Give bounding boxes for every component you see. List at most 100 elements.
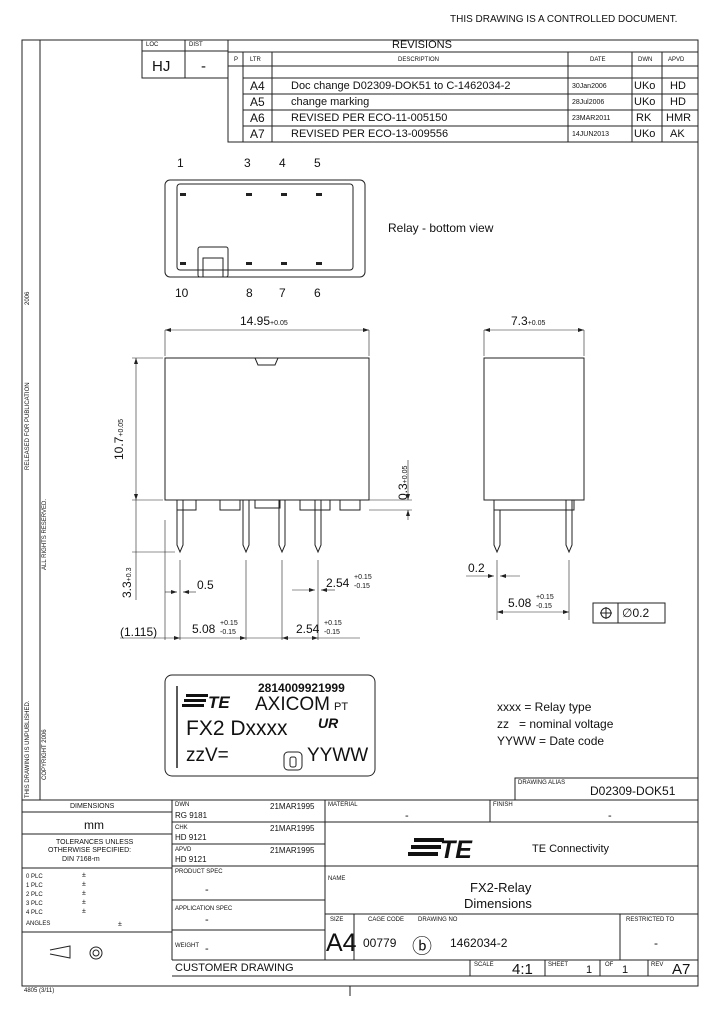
pin-length-tolerance: +0.3 xyxy=(126,567,133,582)
pitch-a-tol-down: -0.15 xyxy=(354,583,370,590)
pin-label: 3 xyxy=(244,156,251,170)
rev-apvd: HMR xyxy=(666,112,692,124)
apvd-name: HD 9121 xyxy=(175,855,207,864)
legend-line: zz = nominal voltage xyxy=(497,717,614,731)
rev-date: 28Jul2006 xyxy=(572,99,605,106)
relay-bottom-outline xyxy=(164,179,366,278)
pin-label: 6 xyxy=(314,286,321,300)
chk-name: HD 9121 xyxy=(175,833,207,842)
form-number: 4805 (3/11) xyxy=(24,988,55,994)
plc-value: ± xyxy=(82,881,86,888)
pitch-b-dimension: 2.54+0.15-0.15 xyxy=(296,620,342,636)
side-pin-dimension: 0.2 xyxy=(468,561,485,575)
rev-apvd: HD xyxy=(670,96,686,108)
rev-col-desc: DESCRIPTION xyxy=(398,57,440,63)
logo-mark-icon: ⓑ xyxy=(412,936,432,958)
legend-line: xxxx = Relay type xyxy=(497,700,592,714)
rev-col-apvd: APVD xyxy=(668,57,685,63)
rev-p-label: P xyxy=(234,57,239,63)
height-value: 10.7 xyxy=(112,436,126,460)
of: 1 xyxy=(622,964,629,976)
side-note-unpublished: THIS DRAWING IS UNPUBLISHED. xyxy=(25,700,31,798)
rev-ltr: A7 xyxy=(250,127,265,141)
pin-length-dimension: 3.3+0.3 xyxy=(120,567,134,598)
marking-ur: UR xyxy=(318,715,339,731)
restricted: - xyxy=(654,936,658,950)
pitch-b-value: 2.54 xyxy=(296,622,320,636)
rev-date: 23MAR2011 xyxy=(572,115,611,122)
side-span-value: 5.08 xyxy=(508,596,532,610)
units: mm xyxy=(84,818,104,832)
product-spec: - xyxy=(205,884,209,896)
plc-label: 0 PLC xyxy=(26,874,43,880)
tolerance-line: DIN 7168-m xyxy=(62,856,100,863)
name-label: NAME xyxy=(328,876,346,882)
side-note-copyright: COPYRIGHT 2006 xyxy=(42,729,48,780)
title-name-2: Dimensions xyxy=(464,896,532,911)
rev-desc: REVISED PER ECO-11-005150 xyxy=(291,112,448,124)
plc-label: 1 PLC xyxy=(26,883,43,889)
pin-label: 8 xyxy=(246,286,253,300)
dwn-label: DWN xyxy=(175,802,190,808)
dist-value: - xyxy=(201,58,206,75)
chk-label: CHK xyxy=(175,825,188,831)
pitch-b-tol-up: +0.15 xyxy=(324,620,342,627)
marking-model: FX2 Dxxxx xyxy=(186,717,288,740)
dist-label: DIST xyxy=(189,42,203,48)
relay-front-outline xyxy=(164,357,370,501)
pin-length-value: 3.3 xyxy=(120,581,134,598)
pin-label: 7 xyxy=(279,286,286,300)
plc-label: ANGLES xyxy=(26,921,51,927)
controlled-document-notice: THIS DRAWING IS A CONTROLLED DOCUMENT. xyxy=(450,14,678,25)
side-span-tol-up: +0.15 xyxy=(536,594,554,601)
width-value: 14.95 xyxy=(240,314,271,328)
plc-value: ± xyxy=(82,899,86,906)
chk-date: 21MAR1995 xyxy=(270,824,315,833)
title-name-1: FX2-Relay xyxy=(470,880,532,895)
drawing-alias-label: DRAWING ALIAS xyxy=(518,780,566,786)
pitch-a-dimension: 2.54+0.15-0.15 xyxy=(326,574,372,590)
te-logo: TE xyxy=(408,836,473,864)
rev-apvd: HD xyxy=(670,80,686,92)
plc-value: ± xyxy=(82,908,86,915)
dwn-name: RG 9181 xyxy=(175,811,208,820)
weight: - xyxy=(205,943,209,955)
standoff-tolerance: +0.05 xyxy=(402,465,409,484)
company-name: TE Connectivity xyxy=(532,843,610,855)
bottom-view-caption: Relay - bottom view xyxy=(388,221,494,235)
position-tolerance-value: 0.2 xyxy=(632,606,650,620)
material: - xyxy=(405,810,409,822)
cage-label: CAGE CODE xyxy=(368,917,405,923)
height-dimension: 10.7+0.05 xyxy=(112,419,126,460)
rev-col-date: DATE xyxy=(590,57,606,63)
side-span-dimension: 5.08 +0.15 -0.15 xyxy=(508,594,554,610)
depth-dimension: 7.3+0.05 xyxy=(511,314,545,328)
revisions-title: REVISIONS xyxy=(392,39,452,51)
width-dimension: 14.95+0.05 xyxy=(240,314,288,328)
plc-value: ± xyxy=(118,921,122,928)
rev-apvd: AK xyxy=(670,128,685,140)
sheet-label: SHEET xyxy=(548,962,569,968)
marking-outline xyxy=(164,674,376,777)
pin-label: 5 xyxy=(314,156,321,170)
rev-ltr: A6 xyxy=(250,111,265,125)
dimensions-label: DIMENSIONS xyxy=(70,803,115,810)
rev-col-dwn: DWN xyxy=(638,57,653,63)
tolerance-line: TOLERANCES UNLESS xyxy=(56,839,134,846)
scale: 4:1 xyxy=(512,961,533,978)
pitch-a-tol-up: +0.15 xyxy=(354,574,372,581)
marking-brand: AXICOM xyxy=(255,694,330,715)
rev-label: REV xyxy=(651,962,664,968)
relay-side-outline xyxy=(483,357,585,501)
restricted-label: RESTRICTED TO xyxy=(626,917,675,923)
height-tolerance: +0.05 xyxy=(118,418,125,437)
of-label: OF xyxy=(605,962,614,968)
app-spec-label: APPLICATION SPEC xyxy=(175,906,233,912)
size-value: A4 xyxy=(326,929,357,957)
pin-width-dimension: 0.5 xyxy=(197,578,214,592)
customer-drawing: CUSTOMER DRAWING xyxy=(175,962,294,974)
span-dimension: 5.08+0.15-0.15 xyxy=(192,620,238,636)
side-span-tol-down: -0.15 xyxy=(536,603,552,610)
rev-dwn: UKo xyxy=(634,96,656,108)
